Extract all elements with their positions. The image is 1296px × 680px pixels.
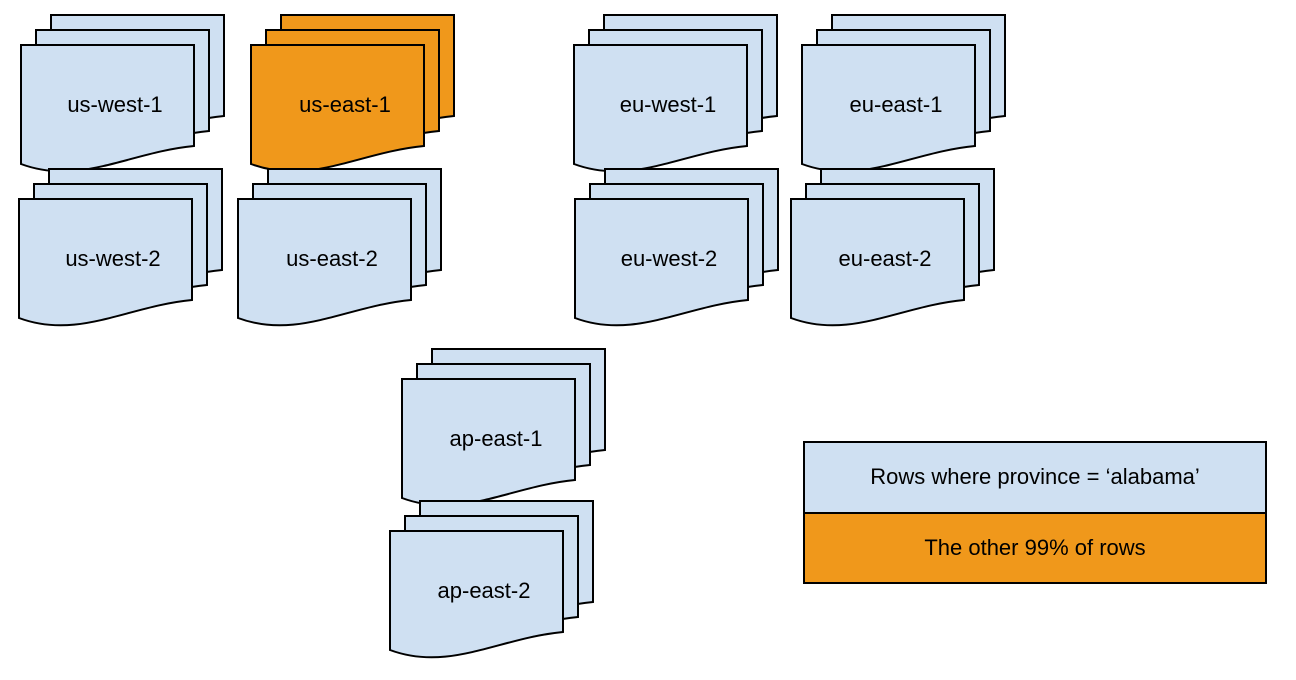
region-label: eu-west-2 xyxy=(621,246,718,271)
region-label: us-west-1 xyxy=(67,92,162,117)
region-stack-eu-east-2: eu-east-2 xyxy=(790,168,996,330)
document-stack-icon: eu-east-2 xyxy=(790,168,995,327)
legend-item-label: The other 99% of rows xyxy=(924,534,1146,560)
document-stack-icon: ap-east-2 xyxy=(389,500,594,659)
legend-item-alabama-rows: Rows where province = ‘alabama’ xyxy=(805,443,1265,514)
legend: Rows where province = ‘alabama’ The othe… xyxy=(803,441,1267,584)
region-stack-eu-east-1: eu-east-1 xyxy=(801,14,1007,176)
region-label: eu-east-2 xyxy=(839,246,932,271)
region-label: eu-west-1 xyxy=(620,92,717,117)
document-stack-icon: eu-west-2 xyxy=(574,168,779,327)
region-stack-eu-west-2: eu-west-2 xyxy=(574,168,780,330)
region-stack-ap-east-1: ap-east-1 xyxy=(401,348,607,510)
legend-item-other-rows: The other 99% of rows xyxy=(805,513,1265,582)
document-stack-icon: eu-west-1 xyxy=(573,14,778,173)
document-stack-icon: us-east-1 xyxy=(250,14,455,173)
region-label: ap-east-1 xyxy=(450,426,543,451)
region-stack-eu-west-1: eu-west-1 xyxy=(573,14,779,176)
region-stack-ap-east-2: ap-east-2 xyxy=(389,500,595,662)
legend-item-label: Rows where province = ‘alabama’ xyxy=(870,464,1200,490)
region-stack-us-east-2: us-east-2 xyxy=(237,168,443,330)
region-stack-us-west-2: us-west-2 xyxy=(18,168,224,330)
document-stack-icon: eu-east-1 xyxy=(801,14,1006,173)
region-label: ap-east-2 xyxy=(438,578,531,603)
document-stack-icon: us-east-2 xyxy=(237,168,442,327)
region-stack-us-east-1: us-east-1 xyxy=(250,14,456,176)
region-label: us-east-2 xyxy=(286,246,378,271)
document-stack-icon: us-west-1 xyxy=(20,14,225,173)
document-stack-icon: ap-east-1 xyxy=(401,348,606,507)
document-stack-icon: us-west-2 xyxy=(18,168,223,327)
region-stack-us-west-1: us-west-1 xyxy=(20,14,226,176)
region-label: us-east-1 xyxy=(299,92,391,117)
region-label: eu-east-1 xyxy=(850,92,943,117)
region-label: us-west-2 xyxy=(65,246,160,271)
